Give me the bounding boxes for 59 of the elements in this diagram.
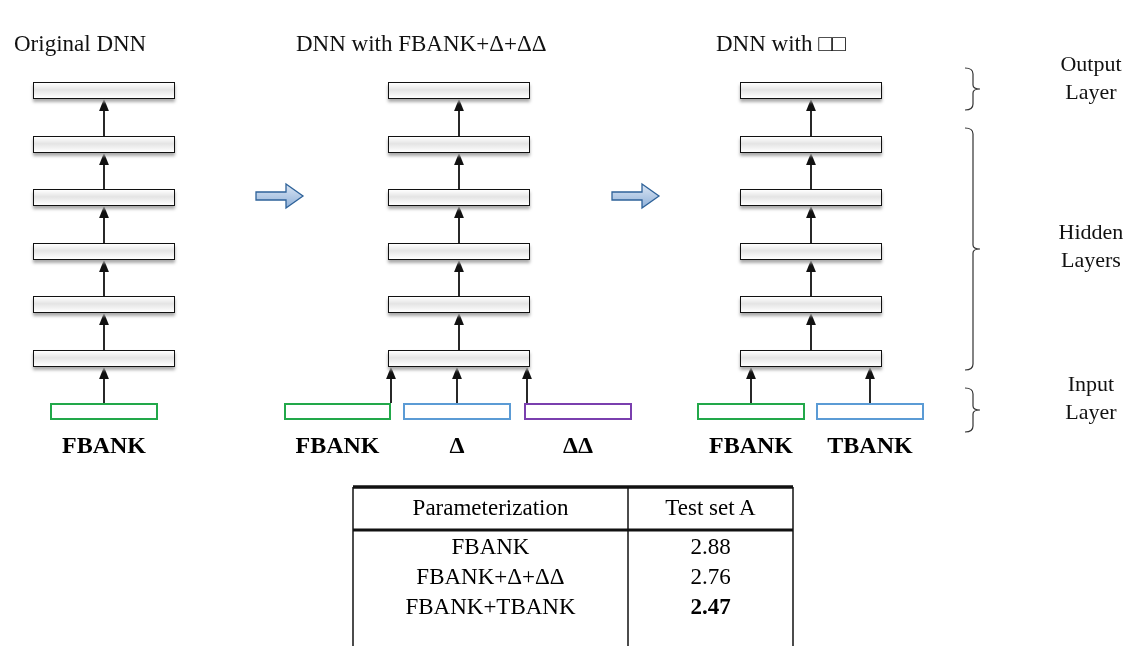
arrow [453,205,465,244]
feature-label: FBANK [709,433,793,457]
layer-box [388,189,530,206]
arrow [453,259,465,297]
layer-box [388,243,530,260]
arrow [98,366,110,404]
layer-box [388,136,530,153]
layer-box [33,136,175,153]
arrow [805,98,817,137]
layer-box [33,189,175,206]
layer-box [388,82,530,99]
layer-label: Output Layer [1059,50,1123,105]
arrow [98,98,110,137]
layer-label: Input Layer [1064,370,1118,425]
table-cell-text: 2.76 [689,563,732,591]
layer-box [740,136,882,153]
layer-box [740,243,882,260]
layer-box [740,350,882,367]
arrow [98,312,110,351]
column-heading: DNN with FBANK+Δ+ΔΔ [296,30,547,58]
table-header-cell-text: Test set A [664,494,757,522]
arrow [805,205,817,244]
layer-box [388,296,530,313]
arrow [805,259,817,297]
arrow [805,312,817,351]
layer-box [33,350,175,367]
arrow [453,312,465,351]
feature-label: Δ [449,433,465,457]
table-header-cell-text: Parameterization [411,494,570,522]
table-cell-text: FBANK+Δ+ΔΔ [415,563,566,591]
layer-box [740,82,882,99]
table-cell-text: FBANK+TBANK [404,593,577,621]
arrow [98,259,110,297]
column-heading: Original DNN [14,30,147,58]
feature-label: ΔΔ [562,433,594,457]
arrow [385,366,397,404]
arrow [864,366,876,404]
arrow [453,98,465,137]
feature-label: FBANK [62,433,146,457]
layer-box [740,296,882,313]
table-cell-text: FBANK [450,533,531,561]
feature-label: TBANK [827,433,913,457]
arrow [745,366,757,404]
layer-box [33,243,175,260]
arrow [451,366,463,404]
arrow [453,152,465,190]
arrow [98,152,110,190]
arrow [521,366,533,404]
layer-box [740,189,882,206]
layer-label: Hidden Layers [1057,218,1125,273]
table-cell-text: 2.88 [689,533,732,561]
layer-box [33,82,175,99]
layer-box [388,350,530,367]
arrow [98,205,110,244]
arrow [805,152,817,190]
feature-label: FBANK [295,433,380,457]
table-cell-text: 2.47 [689,593,732,621]
column-heading: DNN with □□ [716,30,846,58]
layer-box [33,296,175,313]
